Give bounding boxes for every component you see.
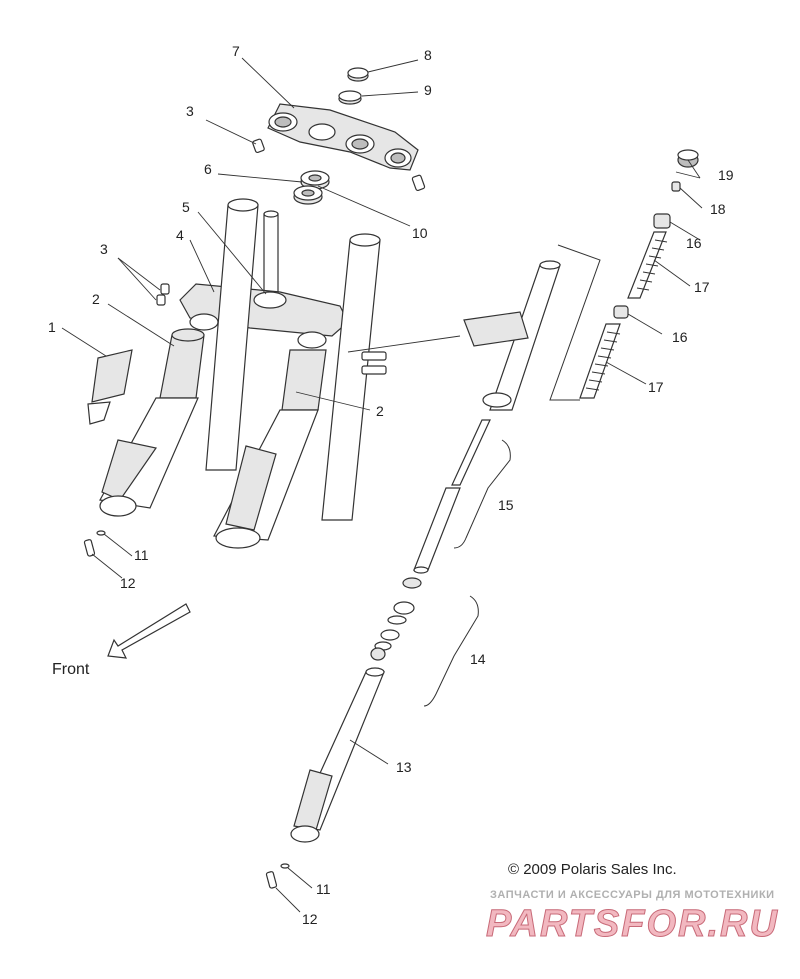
steering-stem-part-5 — [263, 210, 279, 295]
spring-part-17-lower — [579, 323, 621, 399]
oring-part-18 — [671, 181, 681, 192]
pin-part-11-12-left — [83, 530, 106, 557]
fork-tube-left — [99, 198, 259, 517]
nut-part-8 — [347, 67, 369, 82]
exploded-fork-tube — [463, 260, 561, 411]
spring-bracket — [549, 244, 601, 401]
callout-7: 7 — [232, 43, 240, 59]
callout-6: 6 — [204, 161, 212, 177]
spacer-part-16-lower — [613, 305, 629, 319]
seal-kit-part-14 — [370, 577, 422, 661]
callout-11-left: 11 — [134, 547, 149, 563]
callout-17-upper: 17 — [694, 279, 710, 295]
fork-tube-right — [213, 233, 381, 549]
callout-16-upper: 16 — [686, 235, 702, 251]
bolt-right-top — [411, 174, 426, 191]
callout-9: 9 — [424, 82, 432, 98]
callout-19: 19 — [718, 167, 734, 183]
callout-3-top: 3 — [186, 103, 194, 119]
watermark-logo: PARTSFOR.RU — [486, 903, 779, 945]
front-arrow-icon — [107, 603, 191, 659]
front-label: Front — [52, 661, 90, 678]
washer-part-9 — [338, 90, 362, 105]
callout-5: 5 — [182, 199, 190, 215]
callout-3-left: 3 — [100, 241, 108, 257]
bolt-part-3-left — [156, 283, 170, 306]
top-clamp-part-7 — [267, 103, 419, 171]
callout-2-right: 2 — [376, 403, 384, 419]
damper-rod-part-15 — [413, 419, 491, 574]
leader-lines — [61, 57, 703, 913]
bolt-part-3-top — [252, 138, 265, 154]
callout-2-left: 2 — [92, 291, 100, 307]
callout-12-bottom: 12 — [302, 911, 318, 927]
watermark-caption: ЗАПЧАСТИ И АКСЕССУАРЫ ДЛЯ МОТОТЕХНИКИ — [490, 889, 775, 901]
callout-8: 8 — [424, 47, 432, 63]
callout-1: 1 — [48, 319, 56, 335]
bracket-part-14 — [423, 595, 479, 707]
copyright-notice: © 2009 Polaris Sales Inc. — [508, 861, 677, 878]
clamp-bolts — [361, 351, 387, 375]
bearing-part-10 — [293, 185, 323, 205]
callout-4: 4 — [176, 227, 184, 243]
callout-14: 14 — [470, 651, 486, 667]
callout-11-bottom: 11 — [316, 881, 331, 897]
cap-part-19 — [677, 149, 699, 168]
lower-leg-part-13 — [290, 667, 385, 843]
lower-clamp-part-4 — [179, 283, 349, 349]
callout-labels: 1 2 2 3 3 4 5 6 7 8 9 10 11 11 12 12 13 … — [48, 43, 734, 927]
callout-16-lower: 16 — [672, 329, 688, 345]
spacer-part-16-upper — [653, 213, 671, 229]
fork-guard-part-1 — [87, 349, 133, 425]
spring-part-17-upper — [627, 231, 668, 299]
callout-12-left: 12 — [120, 575, 136, 591]
callout-18: 18 — [710, 201, 726, 217]
pin-part-11-12-bottom — [265, 863, 290, 889]
callout-15: 15 — [498, 497, 514, 513]
callout-17-lower: 17 — [648, 379, 664, 395]
callout-13: 13 — [396, 759, 412, 775]
callout-10: 10 — [412, 225, 428, 241]
bracket-part-15 — [453, 439, 511, 549]
